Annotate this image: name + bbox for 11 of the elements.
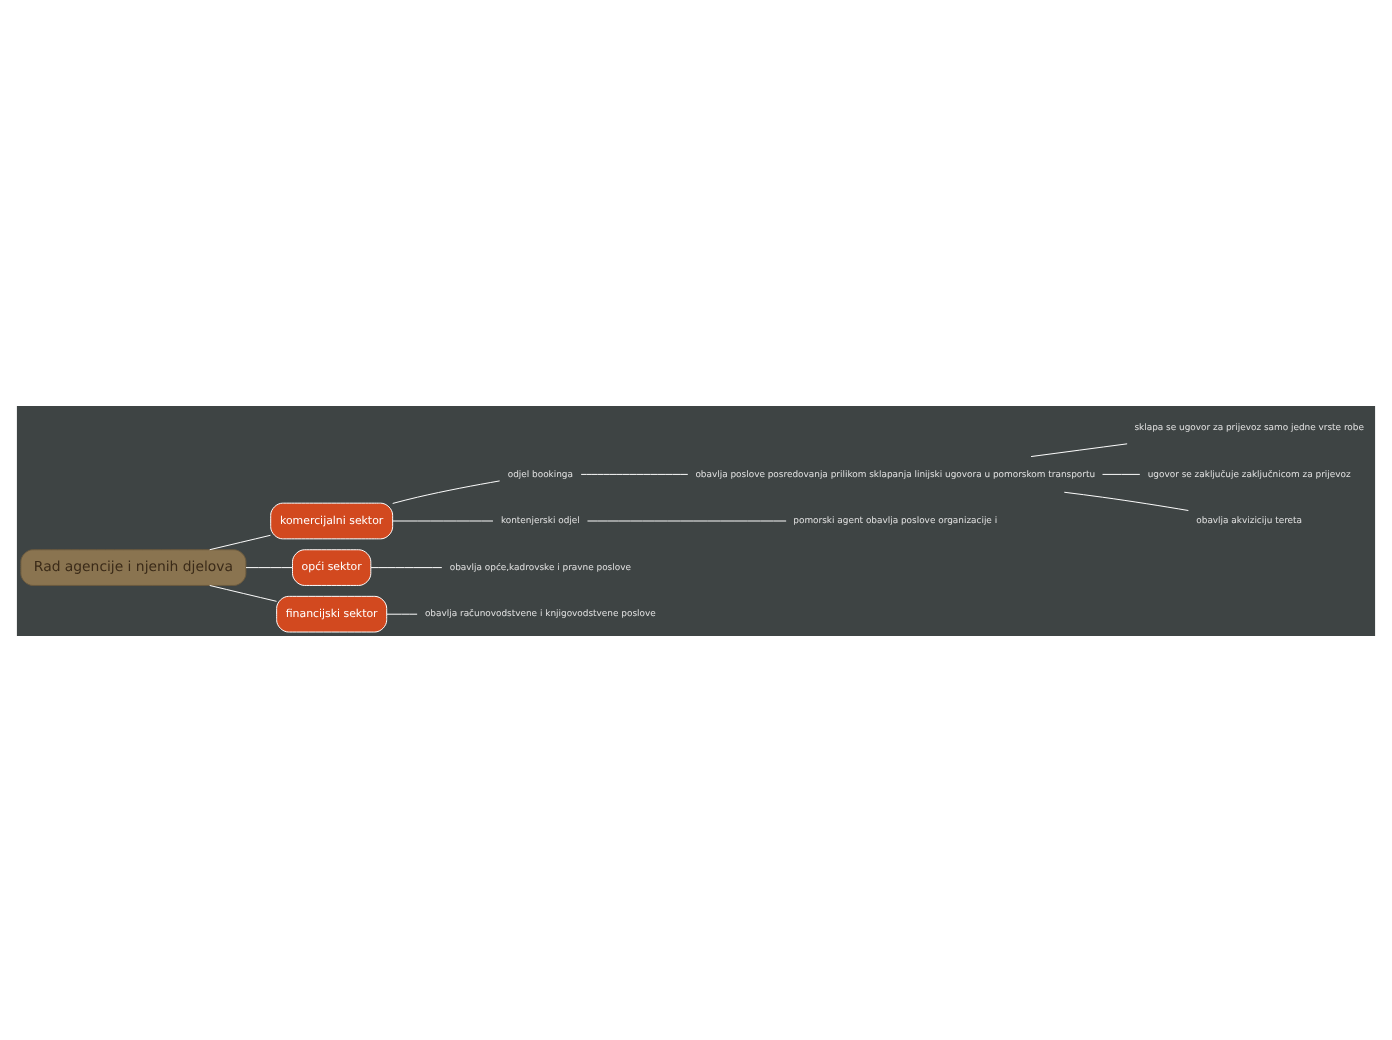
connector (209, 584, 278, 601)
connector (580, 472, 689, 474)
connector (370, 566, 443, 568)
connector (245, 566, 293, 568)
connector (386, 612, 418, 614)
connector (1102, 472, 1141, 474)
connector (392, 479, 501, 503)
connector (209, 533, 271, 550)
connector (1063, 490, 1189, 510)
connector (392, 519, 494, 521)
connector (1030, 442, 1128, 457)
